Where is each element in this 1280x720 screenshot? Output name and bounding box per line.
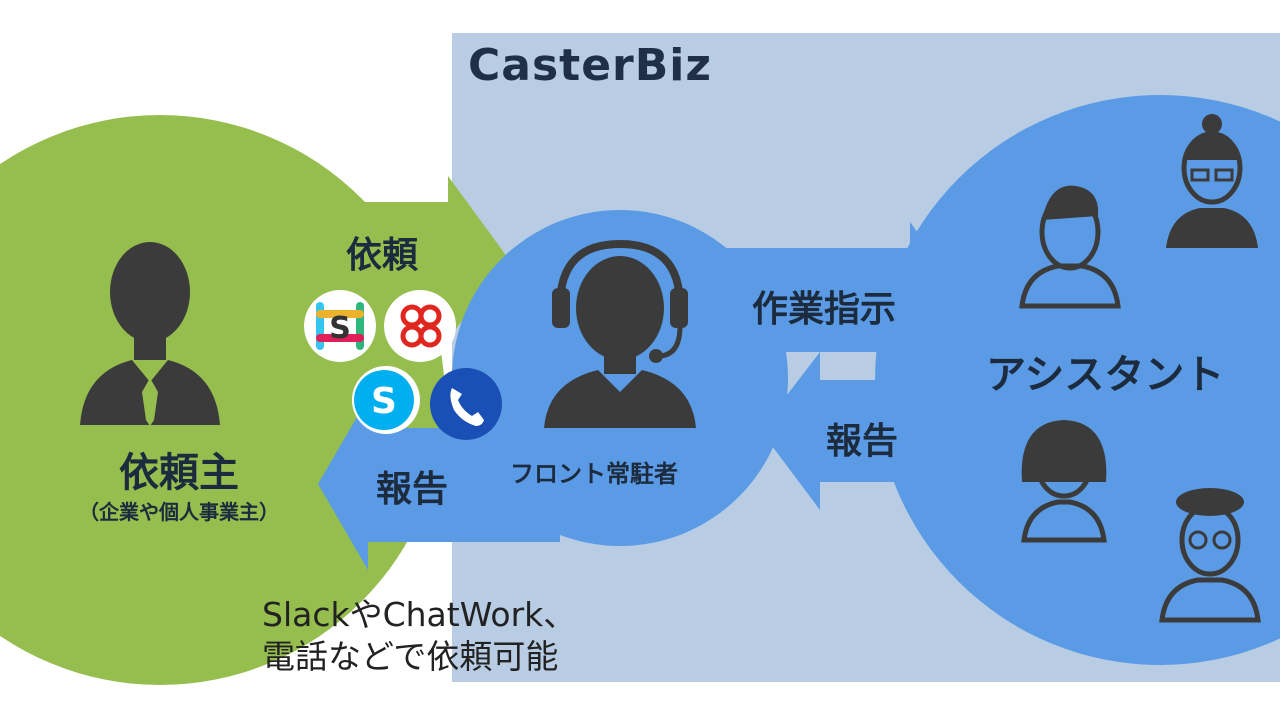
client-label: 依頼主	[119, 450, 239, 496]
request-label: 依頼	[346, 235, 419, 276]
client-sublabel: （企業や個人事業主）	[79, 500, 279, 524]
report-arrow-right	[760, 352, 1010, 510]
report-to-front-label: 報告	[826, 421, 899, 462]
instruction-label: 作業指示	[752, 289, 897, 330]
chatwork-icon	[384, 290, 456, 362]
phone-icon	[430, 368, 502, 440]
skype-icon: S	[352, 366, 420, 434]
front-staff-label: フロント常駐者	[510, 460, 678, 488]
note-line-1: SlackやChatWork、	[262, 595, 577, 634]
brand-title: CasterBiz	[468, 40, 712, 91]
assistant-man-beret-icon	[1159, 488, 1261, 623]
svg-text:S: S	[329, 311, 351, 346]
businessman-icon	[80, 242, 220, 426]
svg-text:S: S	[371, 381, 397, 422]
assistant-man-icon	[1019, 185, 1121, 309]
front-staff-circle	[452, 210, 788, 546]
assistant-woman-glasses-icon	[1166, 114, 1258, 248]
report-to-client-label: 報告	[376, 469, 449, 510]
slack-icon: S	[304, 290, 376, 362]
note-line-2: 電話などで依頼可能	[262, 637, 559, 676]
assistant-woman-bob-icon	[1021, 420, 1107, 543]
headset-operator-icon	[544, 239, 696, 428]
assistants-label: アシスタント	[986, 352, 1225, 398]
